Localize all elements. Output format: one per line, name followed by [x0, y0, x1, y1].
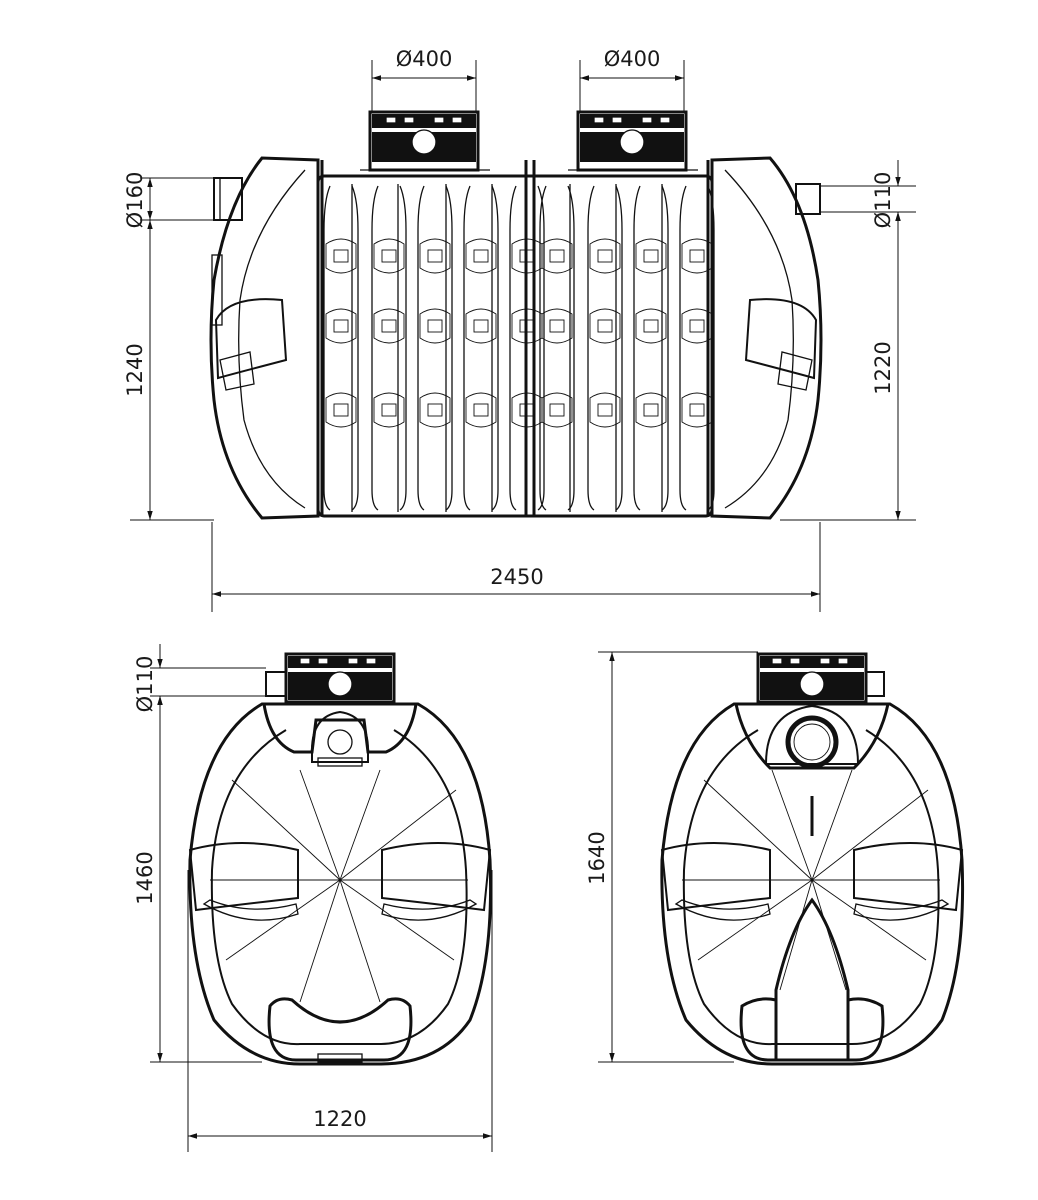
rib — [587, 185, 623, 511]
rib — [539, 185, 575, 511]
dim-end-pipe-diameter: Ø110 — [133, 656, 157, 713]
inlet-end-spokes — [682, 769, 940, 991]
left-riser — [360, 110, 490, 172]
rib — [371, 185, 407, 511]
left-lifting-lug — [214, 298, 288, 380]
rib — [463, 185, 499, 511]
body-ribs — [323, 184, 715, 512]
rib — [679, 185, 715, 511]
rib — [417, 185, 453, 511]
right-lifting-lug — [744, 298, 818, 380]
rib — [323, 185, 359, 511]
inlet-end-outer-shell — [660, 702, 965, 1066]
dim-riser-right: Ø400 — [604, 47, 661, 71]
dim-inlet-height: 1240 — [123, 343, 147, 396]
tank-body — [316, 174, 714, 518]
dim-outlet-height: 1220 — [871, 341, 895, 394]
dim-outlet-diameter: Ø110 — [871, 172, 895, 229]
left-end-cap — [209, 156, 320, 520]
end-view-inlet: 1640 — [585, 651, 965, 1066]
rib — [633, 185, 669, 511]
dim-inlet-diameter: Ø160 — [123, 172, 147, 229]
dim-end-width: 1220 — [313, 1107, 366, 1131]
outlet-end-spokes — [210, 769, 468, 1003]
dim-total-length: 2450 — [490, 565, 543, 589]
dim-end-height-outlet: 1460 — [133, 851, 157, 904]
inlet-pipe — [213, 177, 243, 221]
right-end-cap — [710, 156, 823, 520]
end-view-outlet: Ø110 1460 1220 — [133, 644, 493, 1152]
outlet-pipe — [795, 183, 821, 215]
dim-end-height-inlet: 1640 — [585, 831, 609, 884]
side-view: Ø400 Ø400 Ø160 1240 Ø110 1220 2450 — [123, 47, 916, 612]
right-riser — [568, 110, 698, 172]
dim-riser-left: Ø400 — [396, 47, 453, 71]
